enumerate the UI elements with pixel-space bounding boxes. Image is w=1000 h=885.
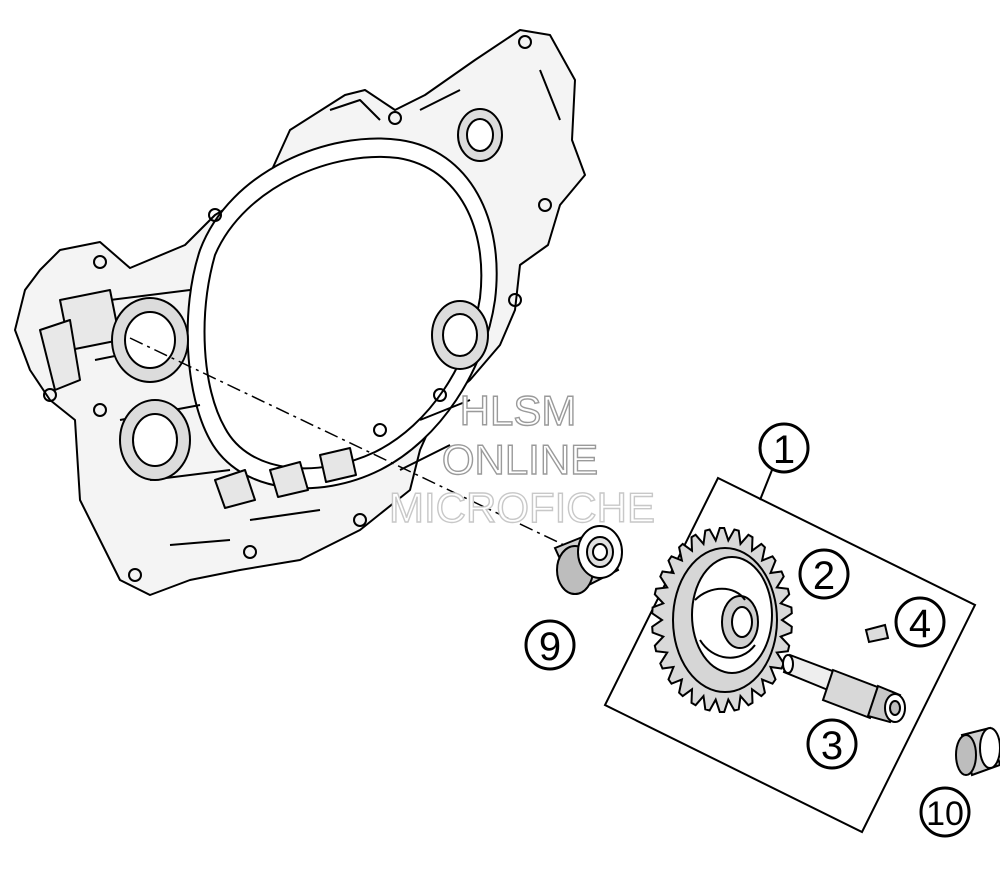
woodruff-key-part-4 bbox=[864, 623, 890, 644]
callout-10-number: 10 bbox=[926, 795, 964, 833]
callout-4-number: 4 bbox=[909, 602, 931, 646]
callout-2-number: 2 bbox=[813, 554, 835, 598]
callout-10: 10 bbox=[919, 786, 971, 838]
callout-3: 3 bbox=[806, 718, 858, 770]
shaft-part-3 bbox=[782, 653, 906, 724]
clutch-cover bbox=[14, 29, 586, 596]
callout-2: 2 bbox=[798, 548, 850, 600]
bearing-part-9 bbox=[553, 525, 623, 595]
watermark-line-2: ONLINE bbox=[442, 436, 598, 483]
callout-3-number: 3 bbox=[821, 724, 843, 768]
kit-frame bbox=[603, 469, 977, 834]
gear-part-2 bbox=[651, 527, 793, 713]
callout-1-number: 1 bbox=[773, 428, 795, 472]
watermark-line-3: MICROFICHE bbox=[389, 484, 655, 531]
callout-4: 4 bbox=[894, 596, 946, 648]
assembly-axis-line bbox=[129, 337, 586, 556]
callout-1: 1 bbox=[758, 422, 810, 474]
watermark: HLSM ONLINE MICROFICHE bbox=[388, 386, 655, 531]
callout-9: 9 bbox=[524, 619, 576, 671]
callout-9-number: 9 bbox=[539, 625, 561, 669]
bushing-part-10 bbox=[955, 726, 1000, 777]
watermark-line-1: HLSM bbox=[460, 387, 577, 434]
